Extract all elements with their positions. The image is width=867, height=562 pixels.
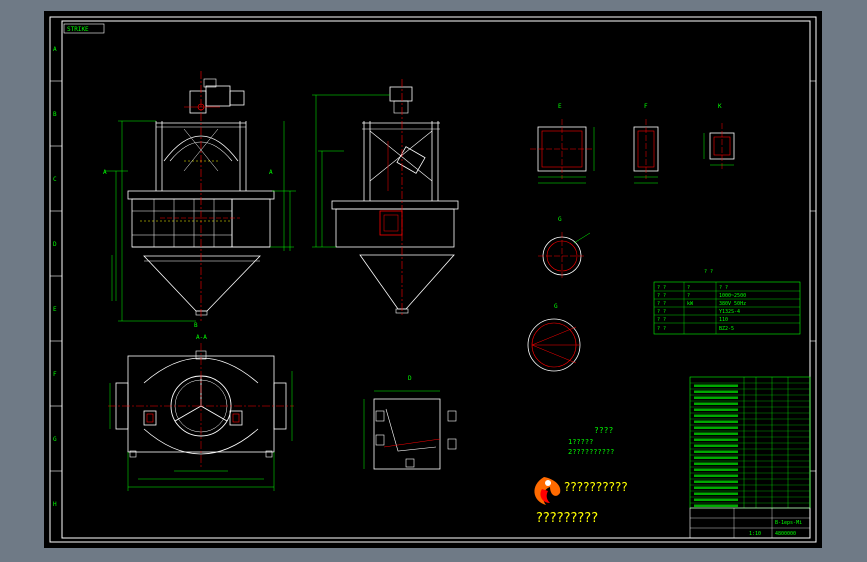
frame-zone-letters: A B C D E F G H	[53, 46, 57, 508]
spec-r1-c1: ?	[687, 293, 690, 299]
parts-list-entry	[694, 402, 738, 405]
zone-letter-h: H	[53, 501, 57, 508]
title-block-scale: 1:10	[749, 531, 761, 537]
spec-r0-c2: ? ?	[719, 285, 728, 291]
spec-r3-c0: ? ?	[657, 309, 666, 315]
spec-r0-c0: ? ?	[657, 285, 666, 291]
parts-list-entry	[694, 480, 738, 483]
view-label-f: F	[644, 103, 648, 110]
view-label-g-small: G	[558, 216, 562, 223]
title-block-name: B-1eps-Mi	[775, 520, 802, 526]
spec-table: ? ? ? ? ? ? ? ? ? ? 1000~2500 ? ? kW 380…	[653, 269, 801, 335]
view-label-k: K	[718, 103, 722, 110]
section-view-e: E	[530, 103, 595, 184]
parts-list-entry	[694, 444, 738, 447]
parts-list-entry	[694, 468, 738, 471]
engineering-drawing: A B C D E F G H STRIKE	[49, 16, 817, 543]
detail-view-d: D	[363, 375, 457, 470]
inner-frame	[61, 20, 811, 539]
parts-list-entry	[694, 492, 738, 495]
parts-list-entry	[694, 396, 738, 399]
view-label-g-large: G	[554, 303, 558, 310]
parts-list-entry	[694, 384, 738, 387]
frame-zone-ticks	[50, 80, 816, 472]
logo-text-line-1: ??????????	[564, 480, 628, 494]
section-mark-a-left: A	[103, 169, 107, 176]
title-tab-text: STRIKE	[67, 26, 89, 33]
view-label-aa: A-A	[196, 334, 207, 341]
parts-list-entry	[694, 450, 738, 453]
parts-list-entry	[694, 498, 738, 501]
parts-list-entry	[694, 438, 738, 441]
notes-heading: ????	[594, 426, 613, 435]
spec-r1-c0: ? ?	[657, 293, 666, 299]
flame-icon	[534, 477, 561, 505]
spec-r0-c1: ?	[687, 285, 690, 291]
plan-view-aa: A-A	[108, 334, 294, 491]
parts-list-entry	[694, 504, 738, 507]
parts-list-entry	[694, 432, 738, 435]
spec-r2-c2: 380V 50Hz	[719, 301, 746, 307]
logo-text-line-2: ?????????	[536, 511, 598, 526]
spec-r5-c2: BZ2-5	[719, 326, 734, 332]
front-view: A A B	[103, 71, 296, 329]
company-logo: ?????????? ?????????	[534, 477, 628, 526]
parts-list	[689, 376, 811, 509]
parts-list-entry	[694, 456, 738, 459]
zone-letter-b: B	[53, 111, 57, 118]
parts-list-entry	[694, 390, 738, 393]
spec-r4-c0: ? ?	[657, 317, 666, 323]
parts-list-entry	[694, 420, 738, 423]
outer-frame	[49, 16, 817, 543]
notes-line-2: 2??????????	[568, 448, 614, 456]
notes-line-1: 1?????	[568, 438, 593, 446]
section-view-g-small: G	[538, 216, 591, 280]
section-view-f: F	[633, 103, 659, 184]
spec-r1-c2: 1000~2500	[719, 293, 746, 299]
spec-r2-c1: kW	[687, 301, 694, 307]
title-tab	[63, 23, 105, 34]
zone-letter-e: E	[53, 306, 57, 313]
zone-letter-a: A	[53, 46, 57, 53]
drawing-viewport[interactable]: A B C D E F G H STRIKE	[44, 11, 822, 548]
title-block-number: 4800000	[775, 531, 796, 537]
parts-list-entry	[694, 408, 738, 411]
zone-letter-g: G	[53, 436, 57, 443]
logo-dot-icon	[545, 480, 551, 486]
section-view-k: K	[703, 103, 735, 169]
view-label-e: E	[558, 103, 562, 110]
zone-letter-d: D	[53, 241, 57, 248]
spec-r2-c0: ? ?	[657, 301, 666, 307]
spec-r4-c2: 110	[719, 317, 728, 323]
section-view-g-large: G	[527, 303, 581, 372]
side-view	[312, 79, 459, 317]
parts-list-entry	[694, 474, 738, 477]
parts-list-entry	[694, 486, 738, 489]
technical-notes: ???? 1????? 2??????????	[568, 426, 614, 456]
zone-letter-f: F	[53, 371, 57, 378]
spec-table-caption: ? ?	[704, 269, 713, 275]
view-label-d: D	[408, 375, 412, 382]
view-label-b: B	[194, 322, 198, 329]
zone-letter-c: C	[53, 176, 57, 183]
section-mark-a-right: A	[269, 169, 273, 176]
spec-r3-c2: Y132S-4	[719, 309, 740, 315]
parts-list-entry	[694, 426, 738, 429]
parts-list-entry	[694, 462, 738, 465]
title-block: B-1eps-Mi 4800000 1:10	[689, 507, 811, 539]
parts-list-entry	[694, 414, 738, 417]
spec-r5-c0: ? ?	[657, 326, 666, 332]
